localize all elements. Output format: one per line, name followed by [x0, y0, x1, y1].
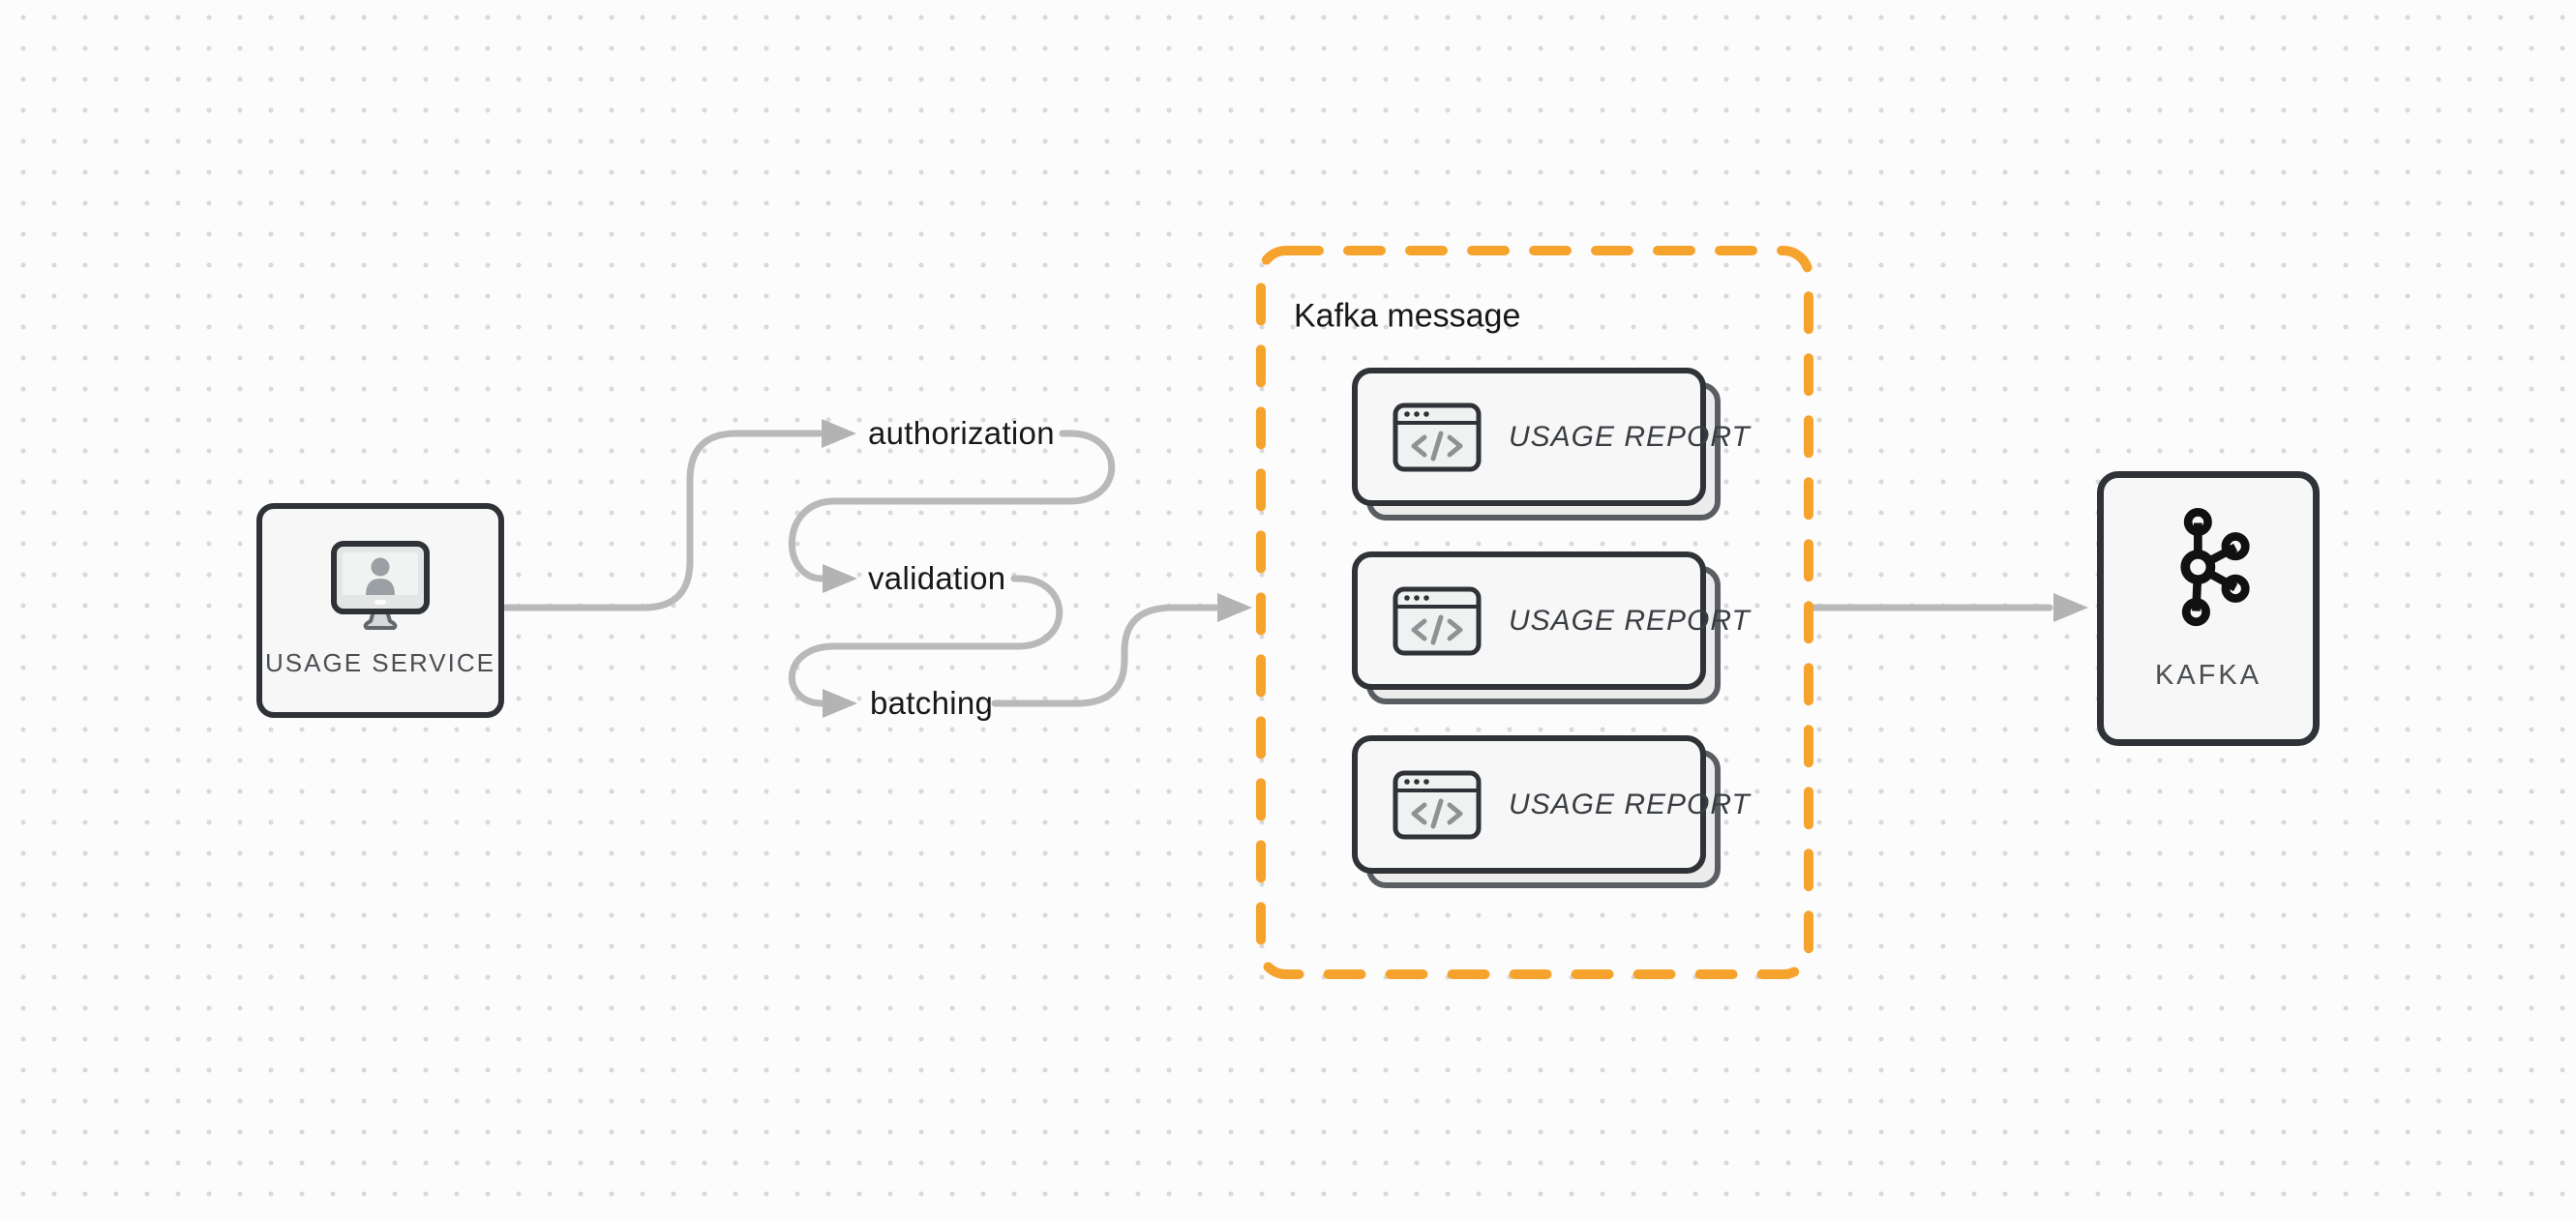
kafka-logo-icon	[2166, 507, 2251, 629]
arrow-service-to-authorization	[502, 430, 824, 611]
usage-report-card: USAGE REPORT	[1352, 735, 1750, 888]
code-window-icon	[1393, 402, 1482, 472]
arrow-batching-to-group	[991, 604, 1219, 707]
usage-report-card: USAGE REPORT	[1352, 368, 1750, 521]
usage-service-node: USAGE SERVICE	[256, 503, 504, 718]
arrowhead	[1217, 593, 1252, 622]
arrowhead	[823, 564, 857, 593]
step-label-authorization: authorization	[868, 415, 1055, 451]
code-window-icon	[1393, 770, 1482, 840]
kafka-node: KAFKA	[2097, 471, 2320, 746]
arrow-authorization-to-validation	[789, 430, 1116, 582]
arrowhead	[822, 419, 856, 448]
step-label-validation: validation	[868, 560, 1006, 596]
kafka-label: KAFKA	[2154, 660, 2262, 691]
usage-report-label: USAGE REPORT	[1509, 604, 1751, 637]
usage-report-label: USAGE REPORT	[1509, 788, 1751, 820]
kafka-message-group-title: Kafka message	[1294, 297, 1521, 335]
usage-report-card: USAGE REPORT	[1352, 551, 1750, 704]
arrowhead	[2053, 593, 2088, 622]
step-label-batching: batching	[870, 685, 994, 721]
usage-service-label: USAGE SERVICE	[265, 648, 495, 677]
arrowhead	[823, 689, 857, 718]
user-monitor-icon	[330, 540, 431, 635]
code-window-icon	[1393, 586, 1482, 656]
usage-report-label: USAGE REPORT	[1509, 420, 1751, 453]
